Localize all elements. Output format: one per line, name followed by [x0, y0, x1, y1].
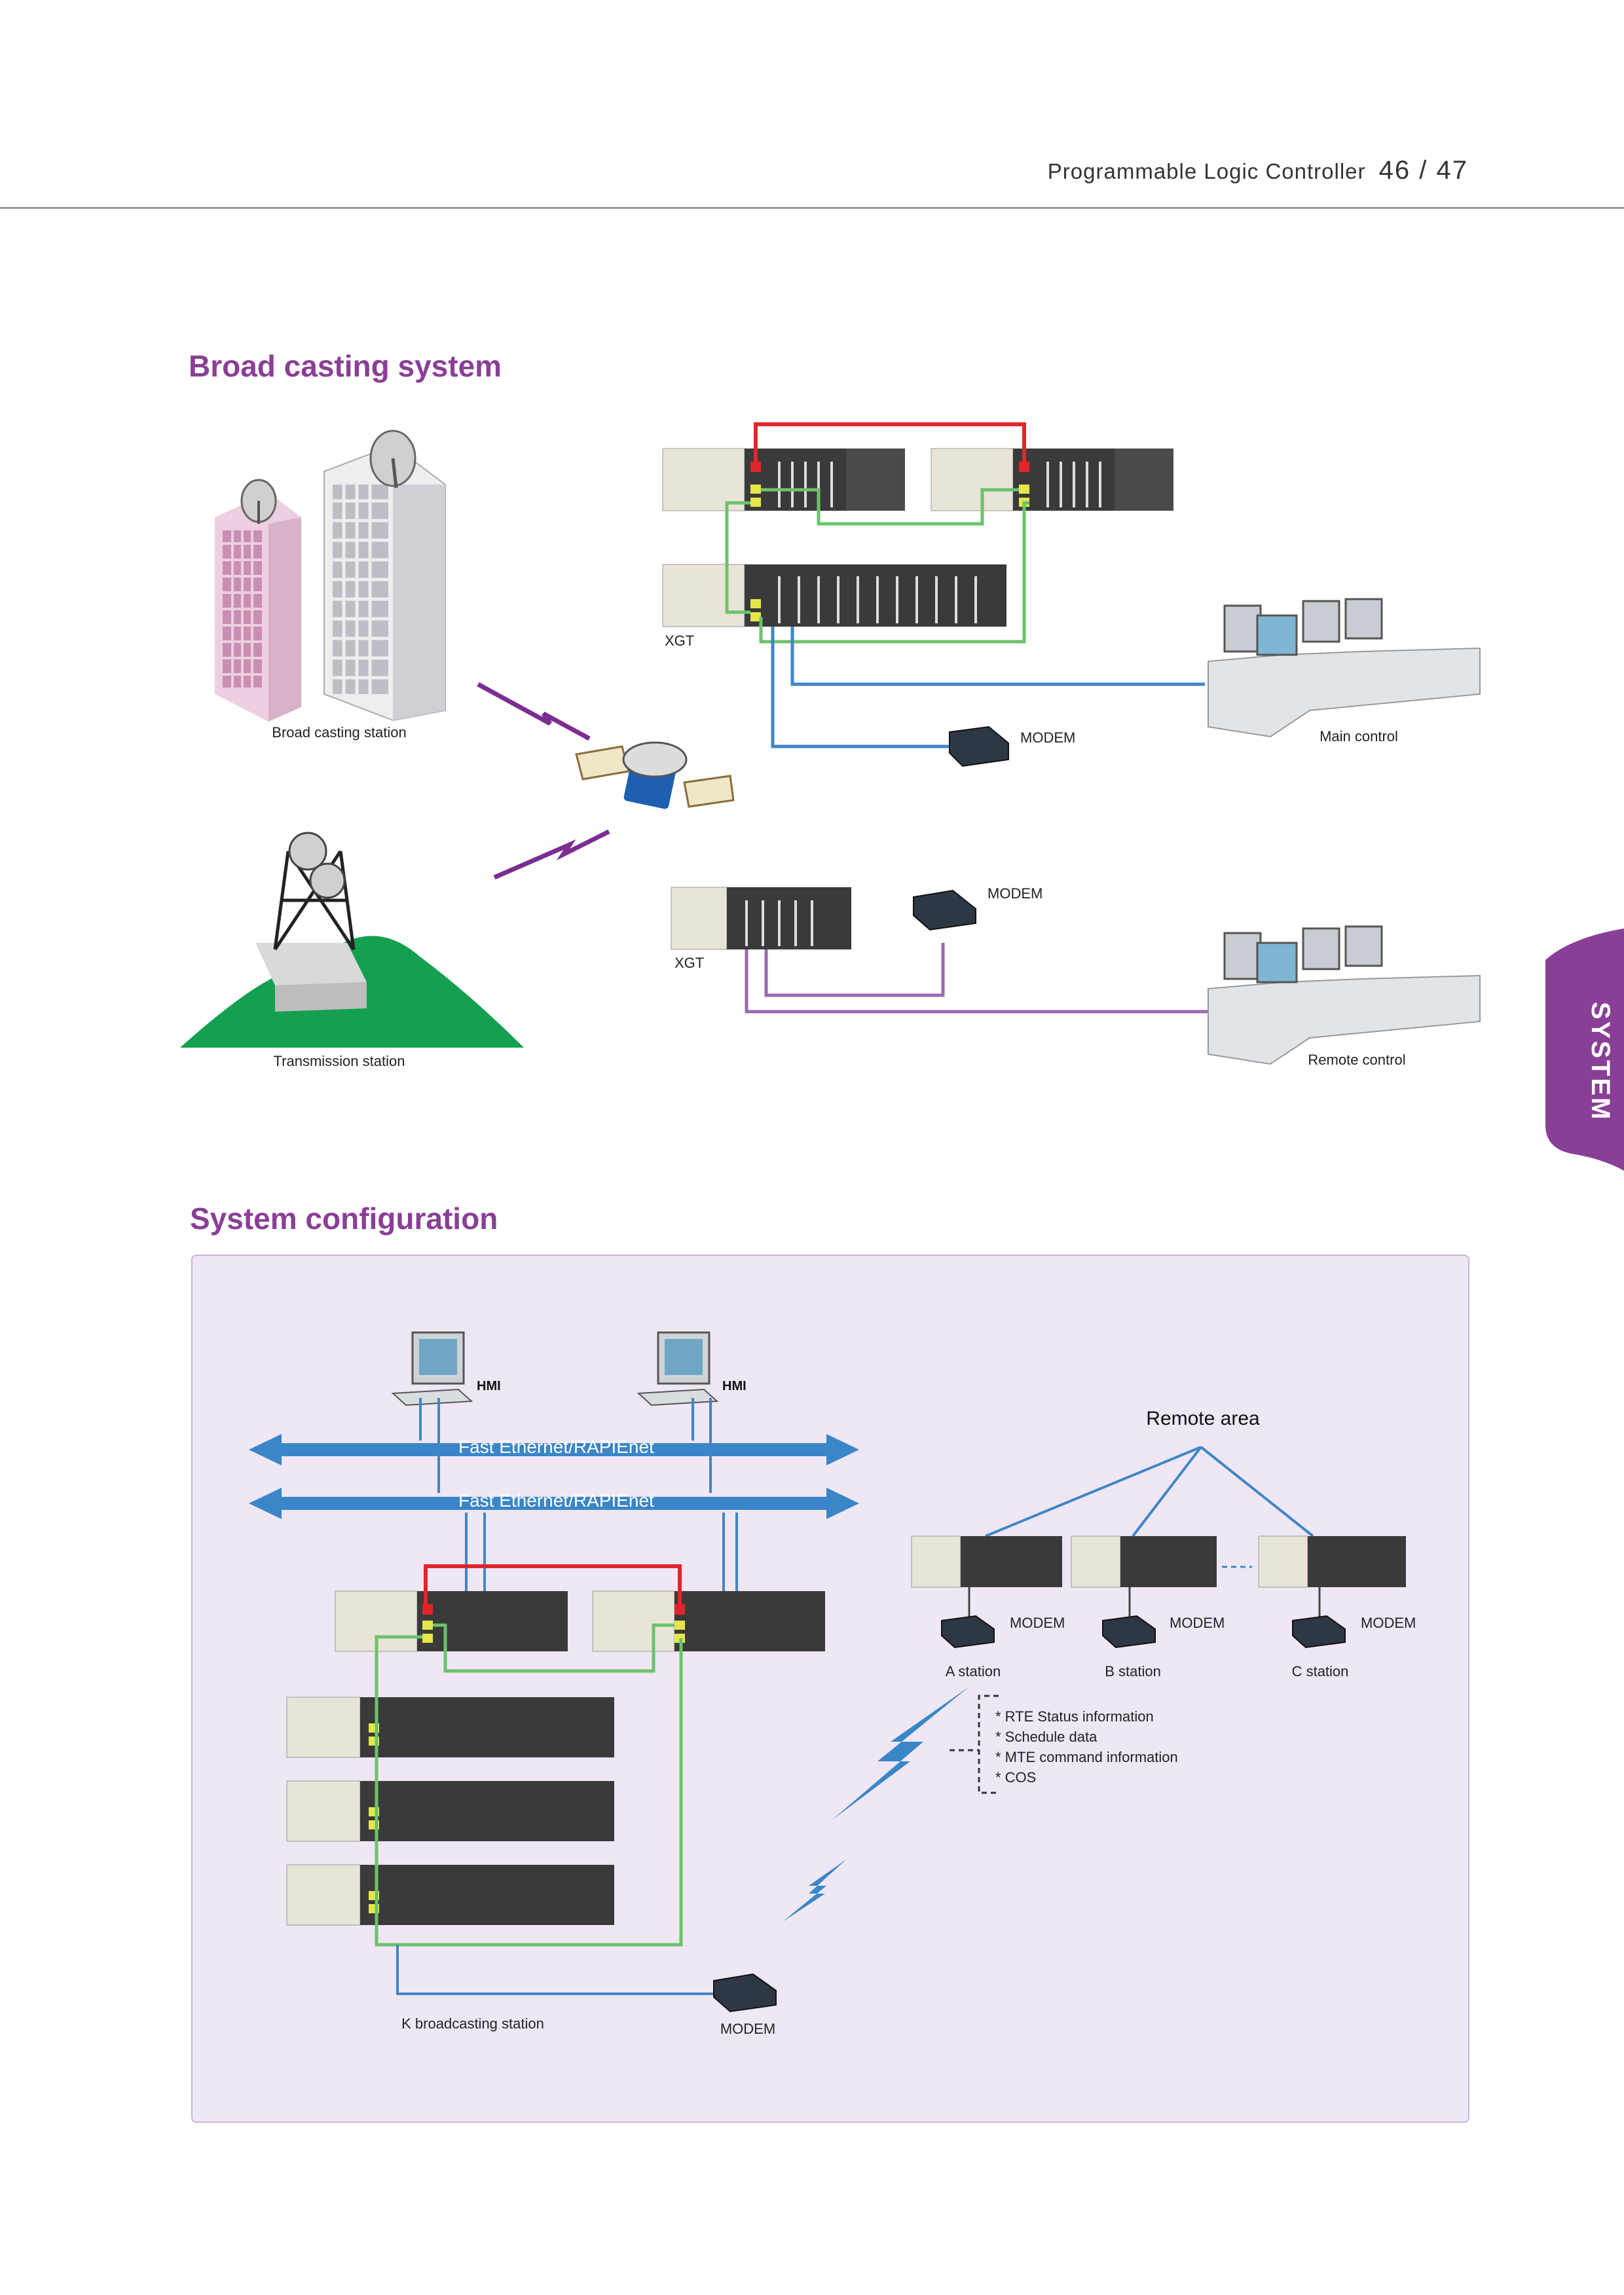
bullet-item: * COS: [995, 1769, 1037, 1786]
label-xgt-2: XGT: [674, 955, 705, 971]
header-title: Programmable Logic Controller: [1047, 159, 1366, 183]
bullet-item: * MTE command information: [995, 1749, 1178, 1765]
signal-bolt-upper: [477, 682, 591, 741]
plc-rack-remote-b: [1071, 1535, 1217, 1588]
plc-rack-io-1: [286, 1697, 614, 1758]
label-station-b: B station: [1105, 1663, 1161, 1680]
plc-rack-top-right: [931, 448, 1173, 511]
broadcast-tower-building-icon: [323, 430, 446, 722]
system-config-panel: [191, 1255, 1469, 2123]
plc-rack-io-3: [286, 1864, 614, 1926]
label-transmission-station: Transmission station: [273, 1053, 405, 1069]
lightning-large-icon: [832, 1687, 969, 1820]
label-station-a: A station: [945, 1663, 1001, 1680]
label-hmi-1: HMI: [477, 1379, 501, 1393]
lightning-small-icon: [783, 1860, 846, 1922]
modem-icon-c: [1292, 1615, 1346, 1649]
label-main-control: Main control: [1320, 728, 1398, 744]
label-hmi-2: HMI: [722, 1379, 747, 1393]
plc-rack-xgt-remote: [671, 887, 851, 950]
label-remote-area: Remote area: [1146, 1408, 1260, 1429]
label-network-1: Fast Ethernet/RAPIEnet: [458, 1437, 654, 1457]
plc-rack-top-left: [662, 448, 905, 511]
transmission-tower-icon: [180, 832, 524, 1048]
label-xgt-1: XGT: [665, 633, 695, 649]
label-modem-k: MODEM: [720, 2021, 776, 2037]
section-title-system-config: System configuration: [190, 1202, 498, 1236]
network-arrow-1: [249, 1434, 859, 1465]
broadcasting-diagram: [180, 422, 1481, 1065]
label-k-station: K broadcasting station: [401, 2015, 544, 2032]
main-control-console-icon: [1208, 598, 1481, 738]
modem-icon-1: [949, 725, 1009, 767]
modem-icon-b: [1102, 1615, 1156, 1649]
info-bullet-list: * RTE Status information * Schedule data…: [995, 1706, 1178, 1788]
plc-rack-remote-c: [1258, 1535, 1406, 1588]
label-network-2: Fast Ethernet/RAPIEnet: [458, 1490, 654, 1511]
satellite-icon: [575, 741, 735, 809]
plc-rack-main-right: [592, 1590, 825, 1652]
plc-rack-xgt-main: [662, 564, 1006, 627]
bullet-item: * Schedule data: [995, 1729, 1098, 1745]
hmi-computer-icon-2: [637, 1331, 719, 1406]
label-modem-a: MODEM: [1010, 1615, 1065, 1631]
section-title-broadcasting: Broad casting system: [189, 349, 502, 383]
plc-rack-main-left: [335, 1590, 568, 1652]
network-arrow-2: [249, 1488, 859, 1519]
bullet-item: * RTE Status information: [995, 1708, 1154, 1725]
label-modem-1: MODEM: [1020, 729, 1076, 746]
hmi-computer-icon-1: [391, 1331, 473, 1406]
label-broadcast-station: Broad casting station: [272, 724, 407, 741]
plc-rack-io-2: [286, 1780, 614, 1842]
header-divider: [0, 207, 1624, 209]
page-number: 46 / 47: [1378, 156, 1468, 185]
modem-icon-k: [713, 1973, 777, 2013]
side-tab: [1545, 928, 1624, 1171]
remote-control-console-icon: [1208, 925, 1481, 1065]
signal-bolt-lower: [493, 829, 610, 880]
label-modem-2: MODEM: [987, 885, 1043, 902]
modem-icon-a: [941, 1615, 995, 1649]
label-modem-b: MODEM: [1170, 1615, 1225, 1631]
page-header: Programmable Logic Controller 46 / 47: [1048, 156, 1468, 185]
side-tab-label: SYSTEM: [1586, 1002, 1615, 1122]
modem-icon-2: [913, 889, 976, 931]
broadcast-station-building-icon: [215, 479, 301, 722]
label-station-c: C station: [1291, 1663, 1349, 1680]
label-remote-control: Remote control: [1308, 1052, 1406, 1068]
label-modem-c: MODEM: [1361, 1615, 1416, 1631]
plc-rack-remote-a: [911, 1535, 1062, 1588]
